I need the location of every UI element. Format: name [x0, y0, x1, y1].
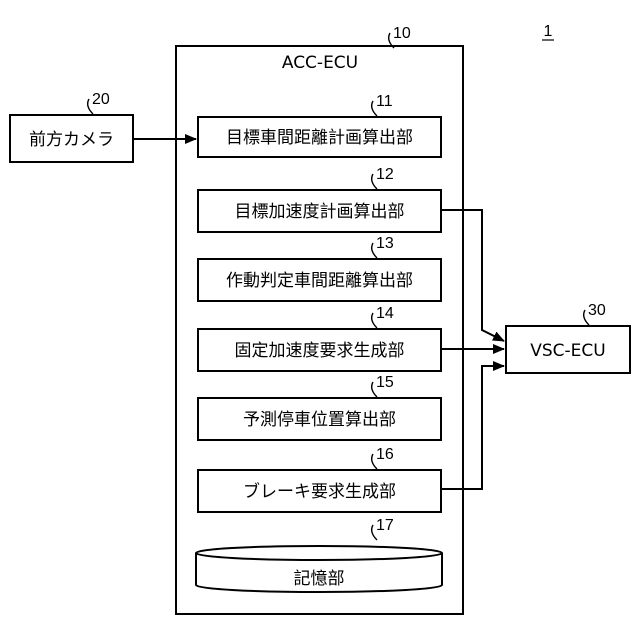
unit-label: 固定加速度要求生成部	[235, 341, 405, 361]
unit-ref: 13	[376, 235, 394, 252]
acc-ecu-label: ACC-ECU	[282, 53, 358, 73]
unit-label: 作動判定車間距離算出部	[226, 271, 413, 291]
storage-cylinder-top	[196, 546, 442, 560]
front-camera-block: 前方カメラ 20	[10, 91, 133, 162]
vsc-ecu-ref: 30	[588, 302, 606, 319]
acc-ecu-ref: 10	[393, 25, 411, 42]
acc-ecu-block: ACC-ECU 10	[176, 25, 463, 614]
unit-ref: 11	[376, 93, 393, 110]
front-camera-label: 前方カメラ	[29, 130, 114, 150]
storage-label: 記憶部	[294, 569, 345, 589]
storage-ref: 17	[376, 517, 394, 534]
vsc-ecu-label: VSC-ECU	[530, 341, 605, 361]
unit-ref: 16	[376, 446, 394, 463]
unit-ref: 14	[376, 305, 394, 322]
unit-ref: 15	[376, 374, 394, 391]
vsc-ecu-block: VSC-ECU 30	[506, 302, 630, 373]
unit-label: 目標加速度計画算出部	[235, 202, 405, 222]
unit-label: 目標車間距離計画算出部	[226, 128, 413, 148]
unit-label: ブレーキ要求生成部	[243, 481, 396, 502]
figure-number: 1	[542, 23, 554, 40]
front-camera-ref: 20	[92, 91, 110, 108]
unit-label: 予測停車位置算出部	[243, 410, 396, 430]
figure-number-text: 1	[544, 23, 553, 40]
unit-ref: 12	[376, 166, 394, 183]
